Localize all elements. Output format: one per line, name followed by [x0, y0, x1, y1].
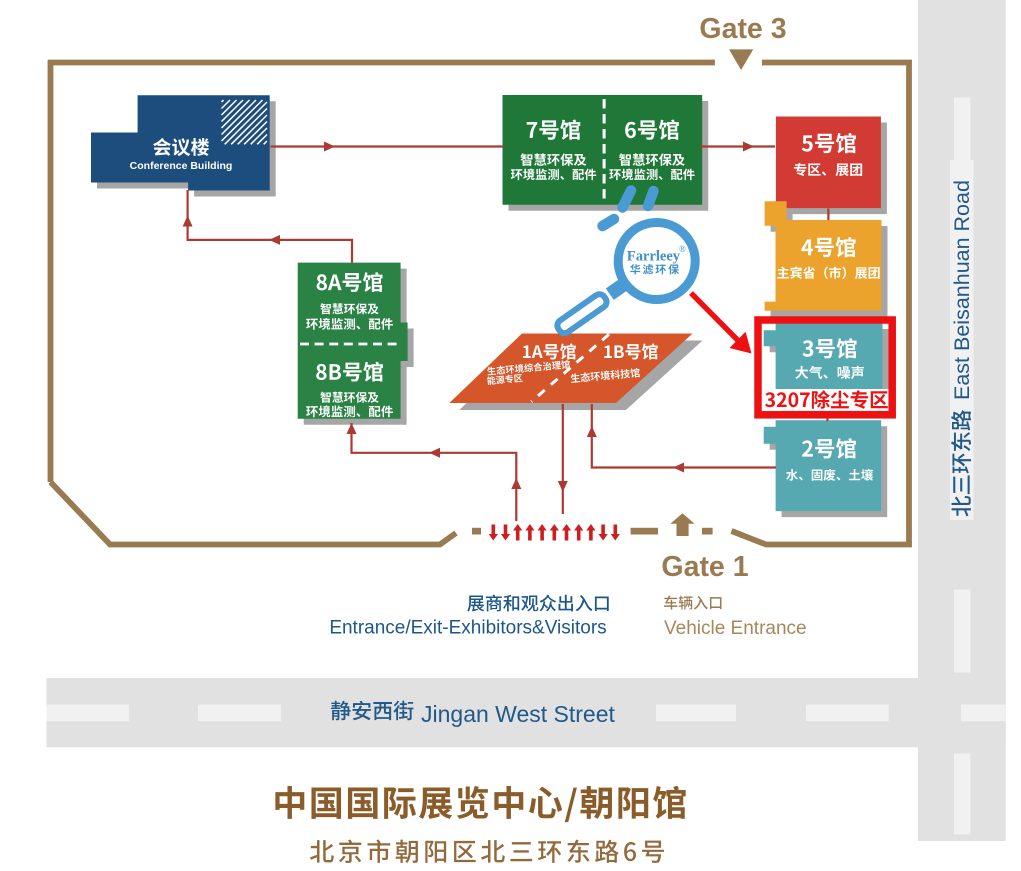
- svg-text:Farrleey: Farrleey: [627, 249, 681, 265]
- svg-text:Vehicle Entrance: Vehicle Entrance: [664, 618, 807, 639]
- svg-text:East Beisanhuan Road: East Beisanhuan Road: [950, 180, 974, 400]
- svg-text:Gate 3: Gate 3: [699, 13, 786, 45]
- svg-text:®: ®: [679, 244, 686, 254]
- svg-text:Gate 1: Gate 1: [661, 551, 748, 583]
- svg-text:Jingan West Street: Jingan West Street: [421, 701, 616, 727]
- svg-text:Entrance/Exit-Exhibitors&Visit: Entrance/Exit-Exhibitors&Visitors: [329, 618, 606, 639]
- svg-text:Conference Building: Conference Building: [130, 160, 233, 172]
